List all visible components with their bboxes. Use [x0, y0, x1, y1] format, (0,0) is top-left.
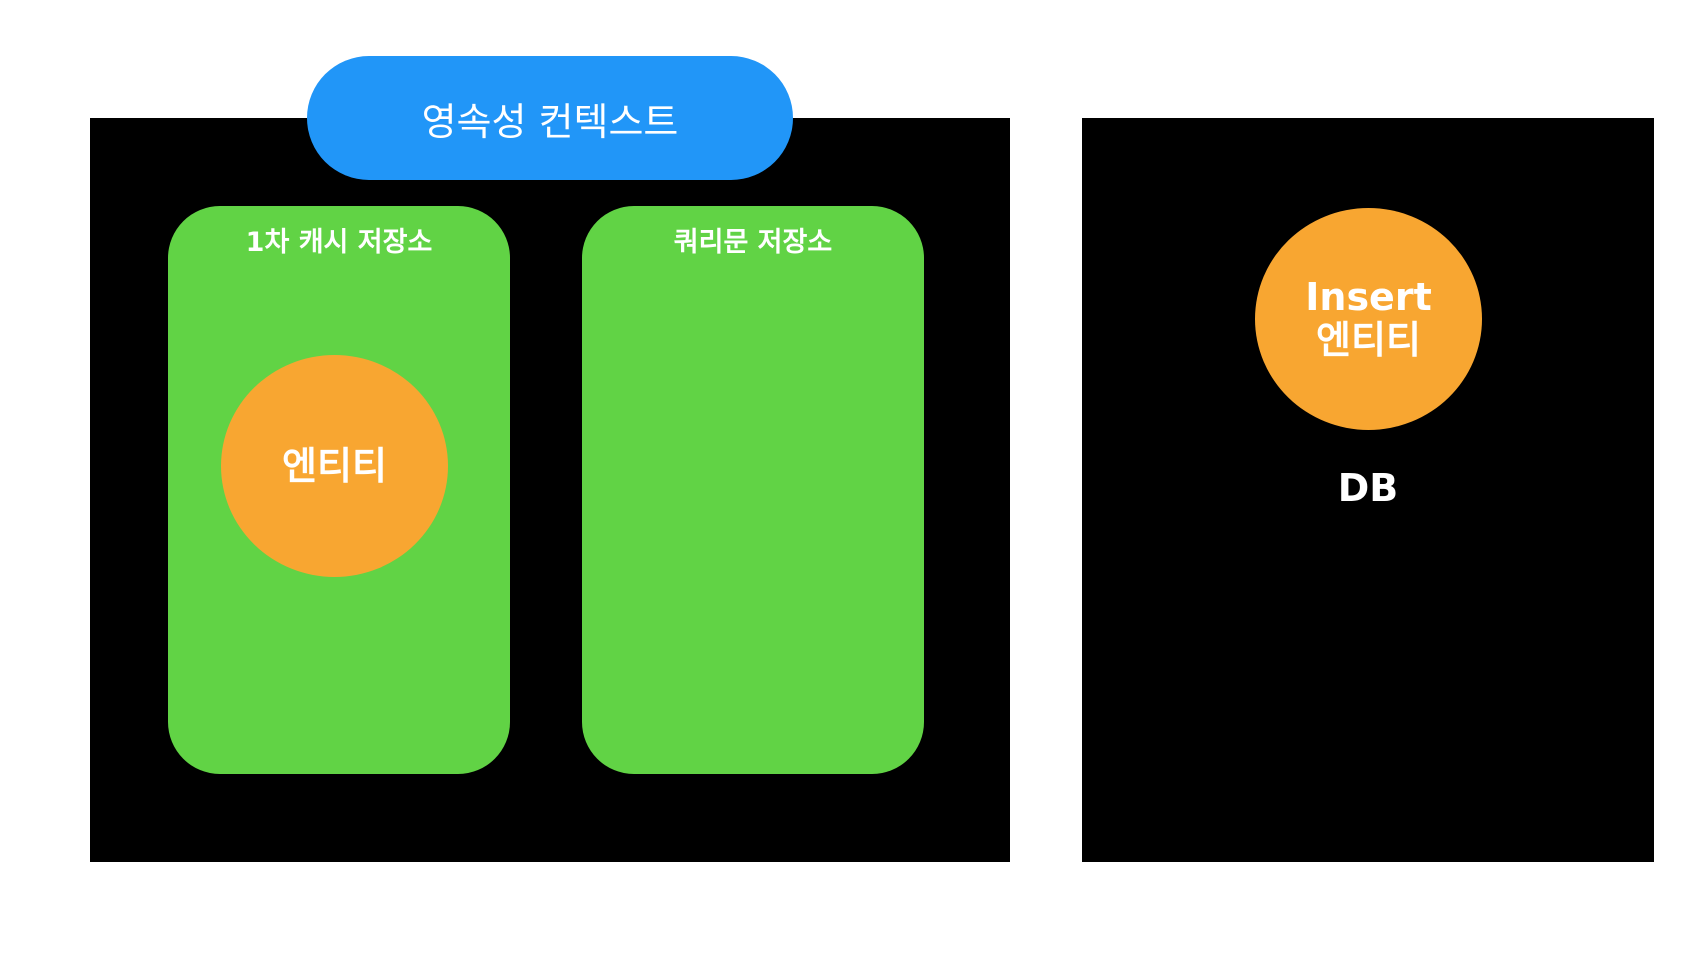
db-label: DB — [1337, 466, 1399, 510]
persistence-context-title-text: 영속성 컨텍스트 — [421, 99, 679, 144]
inserted-entity: Insert 엔티티 — [1255, 208, 1482, 430]
first-level-cache-label: 1차 캐시 저장소 — [245, 227, 433, 258]
inserted-entity-line2: 엔티티 — [1316, 318, 1421, 362]
query-store: 쿼리문 저장소 — [582, 206, 924, 774]
persistence-context-title: 영속성 컨텍스트 — [307, 56, 793, 180]
cached-entity-label: 엔티티 — [282, 443, 387, 488]
query-store-label: 쿼리문 저장소 — [673, 227, 833, 258]
inserted-entity-line1: Insert — [1305, 275, 1432, 320]
cached-entity: 엔티티 — [221, 355, 448, 577]
